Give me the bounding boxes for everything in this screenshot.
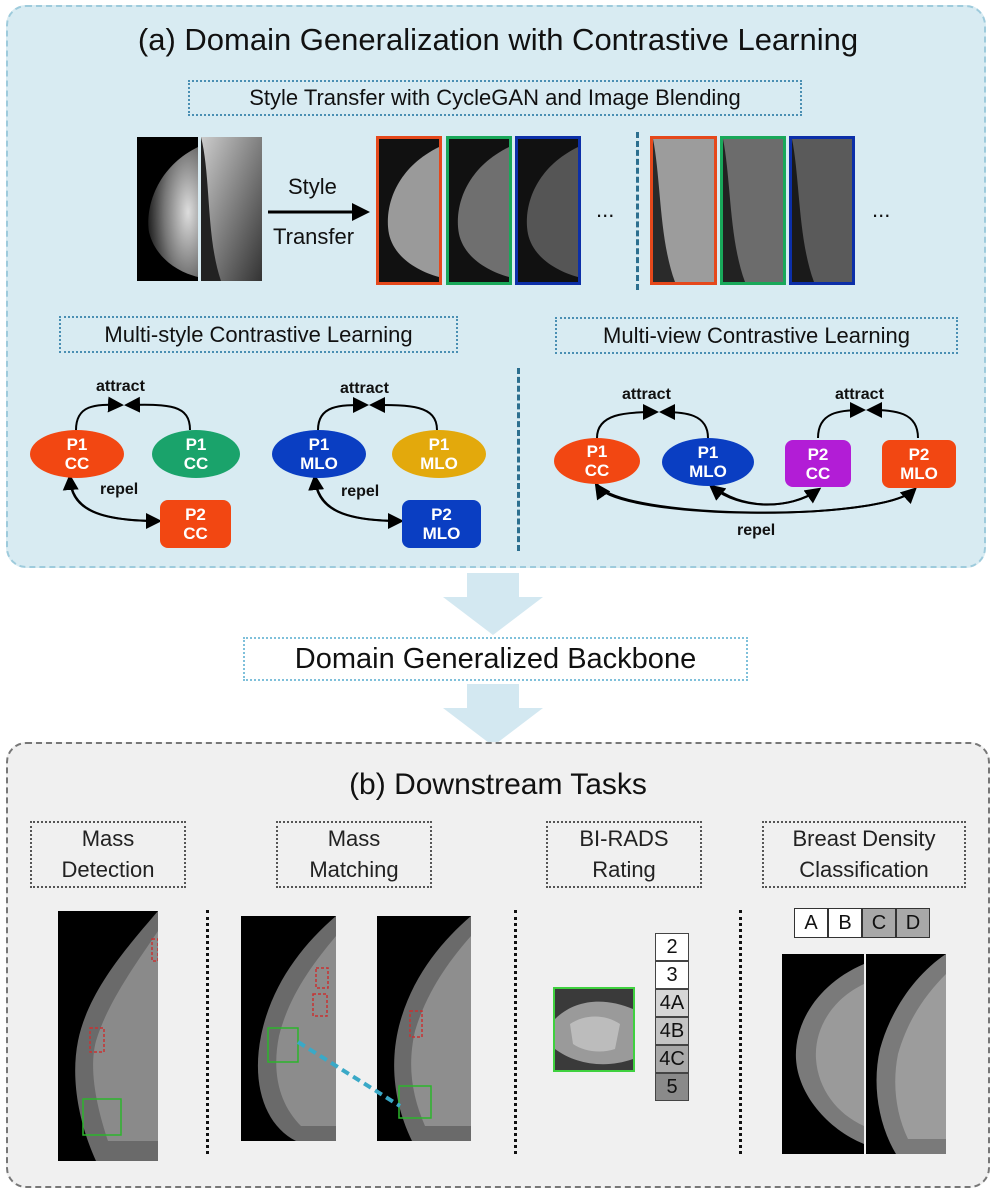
node-p1-cc-red: P1 CC [30, 430, 124, 478]
node-mv-p2-mlo: P2 MLO [882, 440, 956, 488]
contrastive-arrows [62, 396, 919, 529]
panel-b-title: (b) Downstream Tasks [349, 768, 647, 801]
ellipsis-1: ... [596, 197, 615, 222]
node-p2-mlo-blue: P2 MLO [402, 500, 481, 548]
node-label-patient: P2 [908, 445, 930, 464]
node-label-patient: P2 [431, 505, 452, 524]
style-transfer-arrow [266, 200, 372, 229]
node-mv-p1-mlo: P1 MLO [662, 438, 754, 486]
transferred-image-red-2 [650, 136, 717, 285]
repel-label-3: repel [737, 522, 776, 539]
task-breast-density-label: Breast Density Classification [762, 821, 966, 888]
node-label-patient: P1 [66, 435, 88, 454]
node-label-patient: P1 [697, 443, 719, 462]
birads-grade: 4A [655, 989, 689, 1017]
task-separator-3 [739, 910, 742, 1154]
source-mammogram-2 [201, 137, 262, 281]
flow-arrow-2 [443, 684, 543, 751]
task-line-2: Detection [61, 857, 155, 882]
node-label-view: CC [183, 524, 208, 543]
birads-scale: 2 3 4A 4B 4C 5 [655, 933, 689, 1101]
task-birads-rating-label: BI-RADS Rating [546, 821, 702, 888]
node-mv-p1-cc: P1 CC [554, 438, 640, 484]
mass-matching-mammogram-mlo [377, 916, 471, 1141]
node-label-view: MLO [900, 464, 938, 483]
task-line-1: Mass [327, 826, 381, 851]
transferred-image-red-1 [376, 136, 442, 285]
node-label-view: MLO [300, 454, 338, 473]
node-label-patient: P1 [308, 435, 330, 454]
birads-grade: 3 [655, 961, 689, 989]
birads-grade: 4C [655, 1045, 689, 1073]
transferred-image-green-2 [720, 136, 786, 285]
birads-grade: 5 [655, 1073, 689, 1101]
flow-arrow-1 [443, 573, 543, 640]
arrow-label-style: Style [288, 174, 337, 199]
density-mammogram-cc [782, 954, 864, 1154]
task-line-1: Mass [81, 826, 135, 851]
repel-label-2: repel [341, 483, 380, 500]
repel-label-1: repel [100, 481, 139, 498]
node-label-view: MLO [422, 524, 461, 543]
style-transfer-label-box: Style Transfer with CycleGAN and Image B… [188, 80, 802, 116]
node-label-view: MLO [420, 454, 458, 473]
density-class: D [896, 908, 930, 938]
node-label-patient: P1 [185, 435, 207, 454]
task-mass-detection-label: Mass Detection [30, 821, 186, 888]
ellipsis-2: ... [872, 197, 891, 222]
attract-label-4: attract [835, 386, 884, 403]
birads-grade: 2 [655, 933, 689, 961]
mass-matching-mammogram-cc [241, 916, 336, 1141]
attract-label-1: attract [96, 378, 145, 395]
node-mv-p2-cc: P2 CC [785, 440, 851, 487]
node-label-patient: P1 [586, 442, 608, 461]
birads-grade: 4B [655, 1017, 689, 1045]
task-line-1: Breast Density [792, 826, 936, 851]
task-line-2: Classification [799, 857, 929, 882]
mass-matching-connector [296, 1040, 406, 1115]
transferred-image-blue-2 [789, 136, 855, 285]
node-label-view: CC [64, 454, 90, 473]
attract-label-2: attract [340, 380, 389, 397]
density-class: B [828, 908, 862, 938]
node-p1-cc-green: P1 CC [152, 430, 240, 478]
density-class: C [862, 908, 896, 938]
task-line-2: Rating [592, 857, 656, 882]
node-label-view: MLO [689, 462, 727, 481]
node-p2-cc-red: P2 CC [160, 500, 231, 548]
task-line-1: BI-RADS [579, 826, 669, 851]
node-label-patient: P2 [185, 505, 206, 524]
mass-detection-mammogram [58, 911, 159, 1161]
node-label-patient: P2 [807, 444, 829, 464]
group-separator-dashed [636, 132, 639, 290]
task-separator-1 [206, 910, 209, 1154]
birads-patch-image [553, 987, 635, 1072]
task-line-2: Matching [309, 857, 399, 882]
backbone-label-box: Domain Generalized Backbone [243, 637, 748, 681]
panel-a-title: (a) Domain Generalization with Contrasti… [137, 22, 859, 57]
source-mammogram-1 [137, 137, 198, 281]
contrastive-separator-dashed [517, 368, 520, 551]
transferred-image-blue-1 [515, 136, 581, 285]
multi-view-label-box: Multi-view Contrastive Learning [555, 317, 958, 354]
node-label-view: CC [183, 454, 209, 473]
task-mass-matching-label: Mass Matching [276, 821, 432, 888]
density-mammogram-mlo [866, 954, 946, 1154]
multi-style-label-box: Multi-style Contrastive Learning [59, 316, 458, 353]
node-label-view: CC [805, 463, 831, 483]
density-class: A [794, 908, 828, 938]
node-label-patient: P1 [428, 435, 450, 454]
node-label-view: CC [584, 461, 610, 480]
task-separator-2 [514, 910, 517, 1154]
transferred-image-green-1 [446, 136, 512, 285]
arrow-label-transfer: Transfer [273, 224, 355, 249]
attract-label-3: attract [622, 386, 671, 403]
node-p1-mlo-yellow: P1 MLO [392, 430, 486, 478]
node-p1-mlo-blue: P1 MLO [272, 430, 366, 478]
density-scale: A B C D [794, 908, 930, 938]
